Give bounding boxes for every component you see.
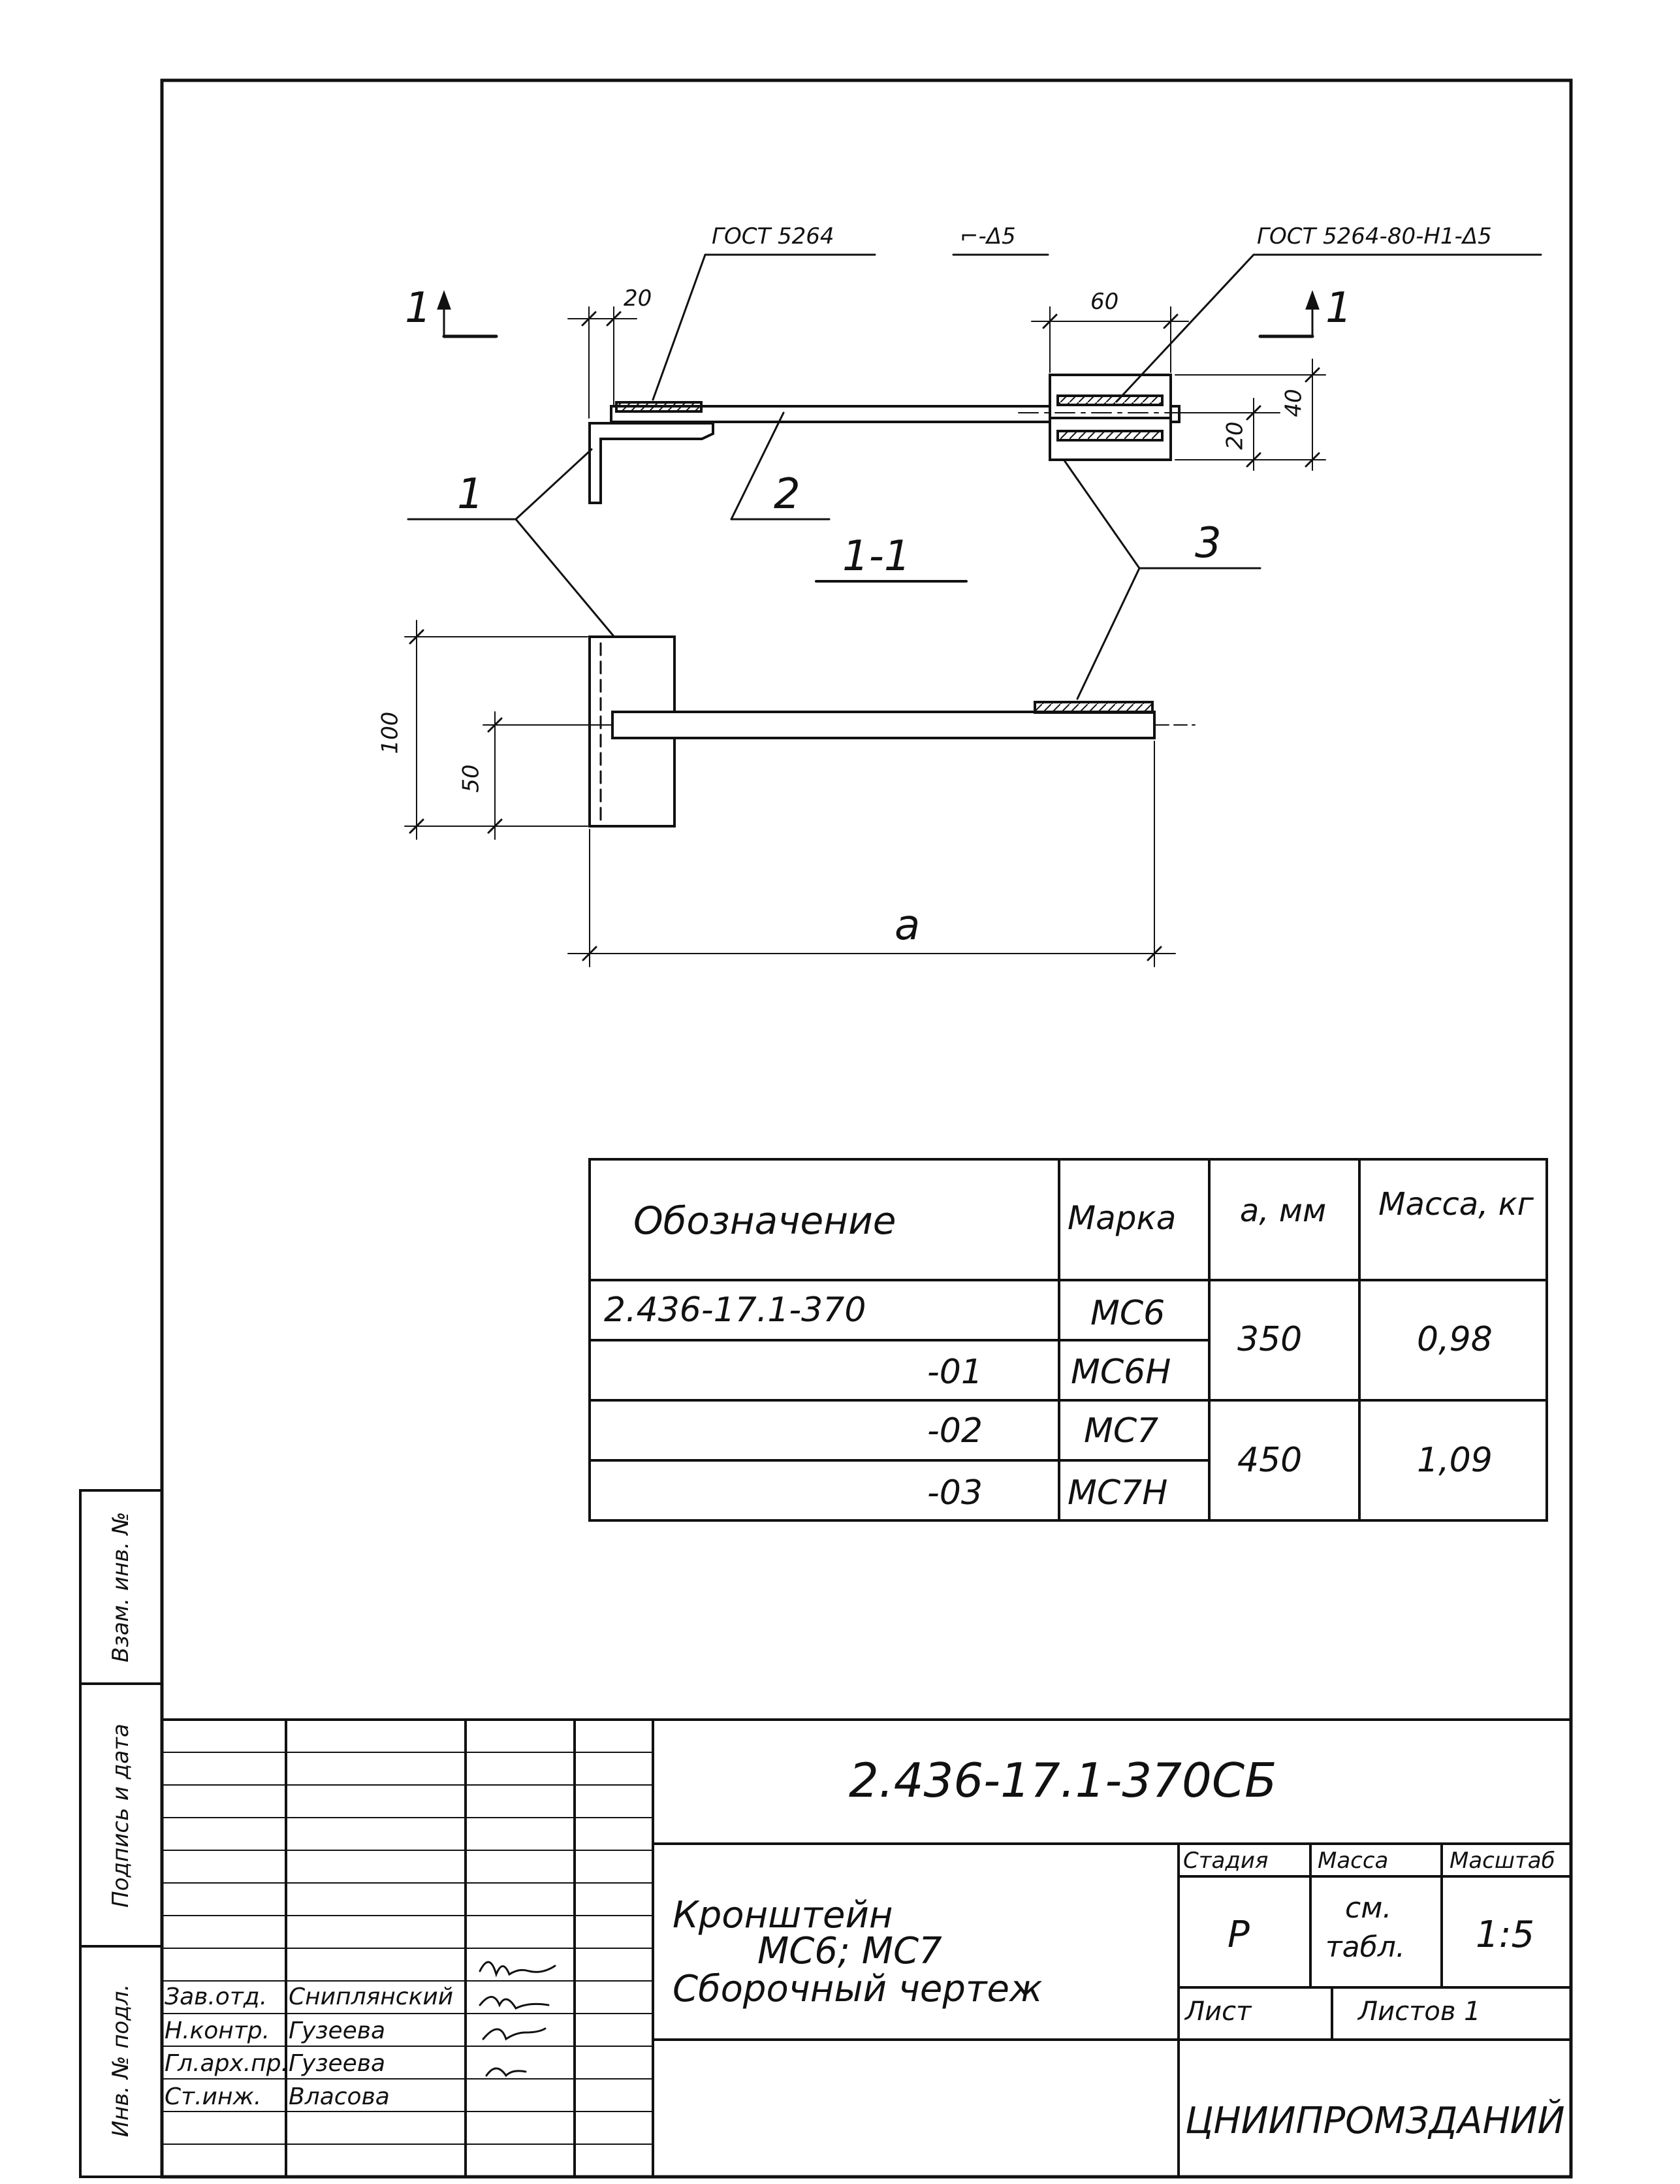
dim-40: 40	[1280, 389, 1307, 417]
spec-header-a: а, мм	[1239, 1193, 1327, 1229]
spec-table-grid	[588, 1158, 1548, 1522]
spec-row-mark: МС6Н	[1071, 1353, 1171, 1392]
document-number: 2.436-17.1-370СБ	[849, 1753, 1277, 1808]
sheets-label: Листов 1	[1358, 1997, 1481, 2027]
staff-name: Власова	[289, 2083, 390, 2110]
side-stamp-grid	[79, 1489, 163, 2178]
spec-row-designation: -03	[927, 1473, 983, 1513]
dim-20-side: 20	[1222, 421, 1248, 450]
mass-value-line-2: табл.	[1325, 1931, 1405, 1964]
gost-right-note: ГОСТ 5264-80-Н1-Δ5	[1257, 223, 1492, 249]
dim-a: a	[895, 901, 921, 950]
title-block-grid	[161, 1718, 1572, 2178]
spec-a-value: 350	[1237, 1320, 1303, 1359]
spec-header-mass: Масса, кг	[1378, 1186, 1534, 1223]
signatures	[479, 1961, 556, 2078]
mass-value-line-1: см.	[1345, 1891, 1392, 1925]
callout-2: 2	[774, 470, 800, 519]
section-mark-right: 1	[1325, 284, 1352, 332]
leaders	[407, 253, 1542, 700]
title-line-2: МС6; МС7	[757, 1930, 942, 1972]
spec-mass-value: 1,09	[1417, 1441, 1493, 1480]
stage-value: Р	[1228, 1914, 1250, 1956]
spec-row-designation: -02	[927, 1411, 983, 1451]
spec-row-mark: МС7	[1084, 1411, 1159, 1451]
spec-a-value: 450	[1237, 1441, 1303, 1480]
section-title: 1-1	[842, 532, 911, 581]
spec-mass-value: 0,98	[1417, 1320, 1493, 1359]
section-mark-left: 1	[405, 284, 432, 332]
staff-role: Ст.инж.	[165, 2083, 262, 2110]
title-line-1: Кронштейн	[673, 1894, 893, 1936]
callout-1: 1	[457, 470, 484, 519]
spec-row-designation: 2.436-17.1-370	[604, 1291, 866, 1330]
side-stamp-inventory: Инв. № подл.	[108, 1983, 134, 2138]
scale-value: 1:5	[1476, 1914, 1535, 1956]
spec-row-mark: МС6	[1090, 1294, 1165, 1333]
sheet-frame	[160, 78, 1573, 2179]
scale-label: Масштаб	[1450, 1848, 1555, 1874]
dim-60: 60	[1090, 289, 1119, 315]
weld-mark-note: ⌐-Δ5	[960, 223, 1016, 249]
staff-name: Гузеева	[289, 2050, 386, 2077]
spec-row-designation: -01	[927, 1353, 983, 1392]
staff-role: Гл.арх.пр.	[165, 2050, 289, 2077]
dim-20-top: 20	[624, 285, 652, 312]
stage-label: Стадия	[1183, 1848, 1269, 1874]
staff-name: Сниплянский	[289, 1983, 454, 2010]
mass-label: Масса	[1318, 1848, 1389, 1874]
side-stamp-replaces: Взам. инв. №	[108, 1511, 134, 1663]
section-view	[404, 620, 1196, 967]
spec-header-designation: Обозначение	[633, 1198, 896, 1243]
callout-3: 3	[1195, 519, 1222, 568]
sheet-label: Лист	[1185, 1997, 1252, 2027]
spec-header-mark: Марка	[1068, 1199, 1177, 1237]
spec-row-mark: МС7Н	[1068, 1473, 1168, 1513]
title-line-3: Сборочный чертеж	[673, 1968, 1043, 2010]
side-stamp-signature-date: Подпись и дата	[108, 1724, 134, 1908]
staff-name: Гузеева	[289, 2017, 386, 2044]
dim-100: 100	[377, 711, 404, 754]
gost-left-note: ГОСТ 5264	[712, 223, 834, 249]
staff-role: Н.контр.	[165, 2017, 270, 2044]
upper-view	[437, 290, 1326, 504]
organization-name: ЦНИИПРОМЗДАНИЙ	[1185, 2100, 1565, 2142]
dim-50: 50	[458, 764, 484, 793]
staff-role: Зав.отд.	[165, 1983, 268, 2010]
